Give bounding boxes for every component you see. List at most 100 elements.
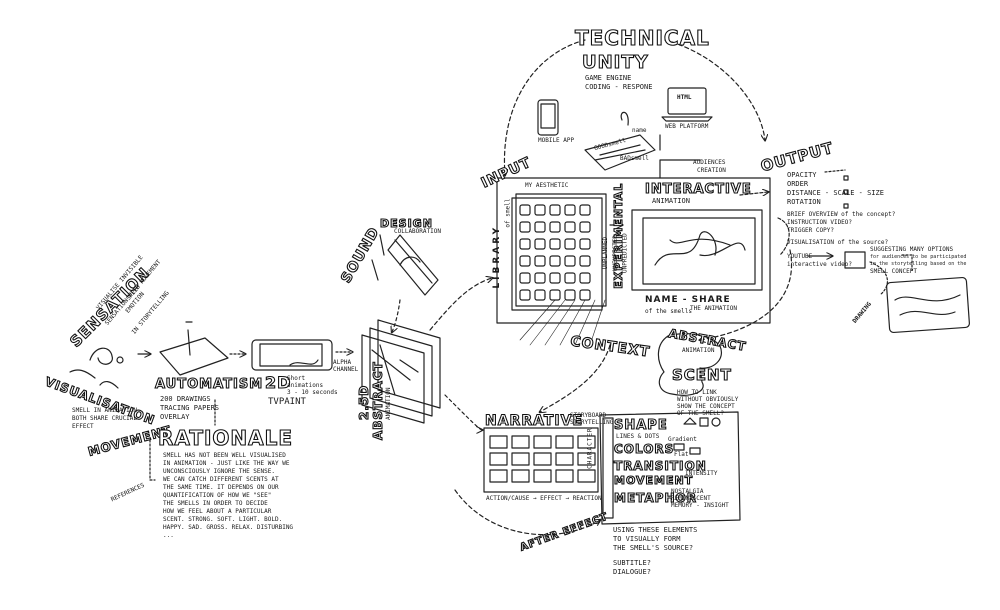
mobile-app-label: MOBILE APP [538, 137, 575, 144]
loop-arrow-top-right [664, 39, 765, 140]
output-visualisation-source: VISUALISATION of the source? [787, 239, 889, 246]
metaphor-note-2: REMINISCENT [671, 495, 711, 502]
scent-title: SCENT [671, 366, 732, 384]
output-device [844, 251, 866, 269]
arrow-interactive-to-output [739, 192, 768, 195]
name-share-label: NAME - SHARE [645, 295, 731, 305]
of-smell-label: of smell [504, 198, 512, 228]
arrow-sound-to-abstract [392, 299, 401, 332]
tvpaint-tablet [251, 339, 333, 371]
smell-in-animation-label: SMELL IN ANIMATION [72, 407, 138, 414]
suggest-line-1: SUGGESTING MANY OPTIONS [870, 246, 954, 253]
narrative-title: NARRATIVE [484, 413, 584, 429]
unexpected-label: UNEXPECTED [611, 235, 619, 272]
web-platform-device [667, 87, 707, 115]
loop-arrow-down [540, 344, 611, 412]
dialogue-question: DIALOGUE? [613, 568, 651, 576]
movement-panel-label: MOVEMENT [613, 474, 694, 487]
rationale-line-5: THE SAME TIME. IT DEPENDS ON OUR [163, 484, 279, 491]
abstract-25d-sub: ABSTRACT [370, 361, 385, 441]
output-item-distance: DISTANCE - SCALE - SIZE [787, 189, 884, 197]
loop-arrow-right [700, 249, 793, 340]
after-effect-arrow [454, 489, 600, 536]
suggest-line-2: for audiences to be participated [870, 254, 967, 260]
technical-title: TECHNICAL [574, 26, 710, 50]
unplanned-label: UNPLANNED [602, 236, 610, 270]
tvpaint-app-label: TVPAINT [268, 397, 306, 407]
output-interactive-video: interactive video? [787, 261, 853, 268]
rationale-line-4: WE CAN CATCH DIFFERENT SCENTS AT [163, 476, 279, 483]
suggest-line-4: SMELL CONCEPT [870, 268, 917, 275]
output-item-opacity: OPACITY [787, 171, 817, 179]
my-aesthetic-label: MY AESTHETIC [525, 182, 569, 189]
arrow-abstract-to-library [429, 278, 492, 331]
animation-label: ANIMATION [652, 197, 690, 205]
creation-label: CREATION [697, 167, 726, 174]
automatism-board [159, 337, 229, 376]
metaphor-label: METAPHOR [613, 491, 697, 505]
html-label: HTML [677, 94, 692, 101]
rationale-line-6: QUANTIFICATION OF HOW WE "SEE" [163, 492, 272, 499]
rationale-line-3: UNCONSCIOUSLY IGNORE THE SENSE. [163, 468, 275, 475]
audiences-label: AUDIENCES [693, 159, 726, 166]
alpha-label: ALPHA [333, 359, 352, 366]
rationale-line-11: ... [163, 532, 174, 539]
metaphor-note-3: MEMORY - INSIGHT [671, 502, 729, 509]
automatism-title: AUTOMATISM [154, 377, 264, 392]
elements-panel [599, 411, 741, 525]
abstract-question-3: SHOW THE CONCEPT [677, 403, 735, 410]
abstract-frames [361, 319, 441, 424]
abstract-question-2: WITHOUT OBVIOUSLY [677, 396, 739, 403]
automatism-line-1: 200 DRAWINGS [160, 395, 211, 403]
automatism-line-3: OVERLAY [160, 413, 190, 421]
narrative-flow: ACTION/CAUSE → EFFECT → REACTION [486, 495, 602, 502]
colors-label: COLORS [613, 442, 675, 456]
hatching [519, 299, 606, 346]
badsmell-label: BADsmell [620, 155, 649, 162]
abstract-question-4: OF THE SMELL? [677, 410, 724, 417]
rationale-line-1: SMELL HAS NOT BEEN WELL VISUALISED [163, 452, 286, 459]
output-youtube: YOUTUBE [787, 253, 813, 260]
subtitle-question: SUBTITLE? [613, 559, 651, 567]
tvpaint-2d-label: 2D [264, 373, 292, 392]
using-line-1: USING THESE ELEMENTS [613, 526, 698, 534]
shape-label: SHAPE [613, 418, 668, 433]
abstract-scent-cloud [657, 333, 722, 396]
both-share-label: BOTH SHARE CRUCIAL [72, 415, 138, 422]
rationale-line-8: HOW WE FEEL ABOUT A PARTICULAR [163, 508, 272, 515]
transition-label: TRANSITION [613, 459, 707, 473]
rationale-title: RATIONALE [157, 426, 294, 450]
rationale-line-7: THE SMELLS IN ORDER TO DECIDE [163, 500, 268, 507]
design-label: DESIGN [379, 217, 433, 230]
coding-label: CODING - RESPONE [585, 83, 653, 91]
character-label: CHARACTER [586, 427, 594, 469]
output-item-rotation: ROTATION [787, 198, 821, 206]
arrow-references [149, 439, 156, 481]
metaphor-note-1: NOSTALGIA [671, 488, 704, 495]
loop-arrow-top [504, 39, 586, 175]
gradient-label: Gradient [668, 436, 697, 443]
output-trigger-copy: TRIGGER COPY? [787, 227, 834, 234]
output-drawing-frame [886, 276, 970, 334]
web-platform-label: WEB PLATFORM [665, 123, 709, 130]
lines-dots-label: LINES & DOTS [616, 433, 660, 440]
rationale-line-2: IN ANIMATION - JUST LIKE THE WAY WE [163, 460, 290, 467]
collaboration-label: COLLABORATION [394, 228, 441, 235]
narrative-storyboard [483, 427, 599, 493]
mobile-app-device [537, 99, 559, 136]
output-instruction-video: INSTRUCTION VIDEO? [787, 219, 853, 226]
storyboard-cells [489, 435, 596, 483]
abstract-question-1: HOW TO LINK [677, 389, 717, 396]
automatism-line-2: TRACING PAPERS [160, 404, 220, 412]
the-animation-label: THE ANIMATION [690, 305, 737, 312]
game-engine-label: GAME ENGINE [585, 74, 632, 82]
interactive-animation-frame [631, 209, 763, 291]
suggest-line-3: in the storytelling based on the [870, 261, 967, 267]
intensity-label: INTENSITY [685, 470, 718, 477]
abstract-animation-tag: ANIMATION [682, 347, 715, 354]
of-smells-label: of the smells [645, 308, 692, 315]
library-label: LIBRARY [492, 224, 503, 289]
interactive-title: INTERACTIVE [644, 182, 752, 197]
abstract-25d-tag: ANIMATION [385, 387, 392, 420]
